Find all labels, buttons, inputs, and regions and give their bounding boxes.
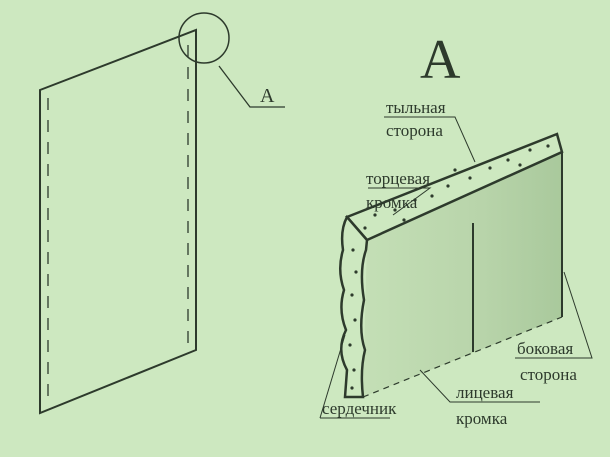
label-core: сердечник (322, 399, 397, 418)
detail-callout-circle (178, 12, 230, 64)
detail-title: A (420, 29, 461, 91)
label-end-edge-1: торцевая (366, 169, 430, 188)
callout-label: A (260, 85, 275, 107)
label-lateral-side-1: боковая (517, 339, 573, 358)
label-lateral-side-2: сторона (520, 365, 577, 384)
label-leaders (319, 116, 593, 419)
callout-leader (218, 65, 285, 108)
label-face-edge-2: кромка (456, 409, 508, 428)
label-back-side-2: сторона (386, 121, 443, 140)
panel-overview (39, 12, 285, 415)
board-detail (339, 132, 564, 399)
label-end-edge-2: кромка (366, 193, 418, 212)
label-face-edge-1: лицевая (456, 383, 514, 402)
label-back-side-1: тыльная (386, 98, 446, 117)
